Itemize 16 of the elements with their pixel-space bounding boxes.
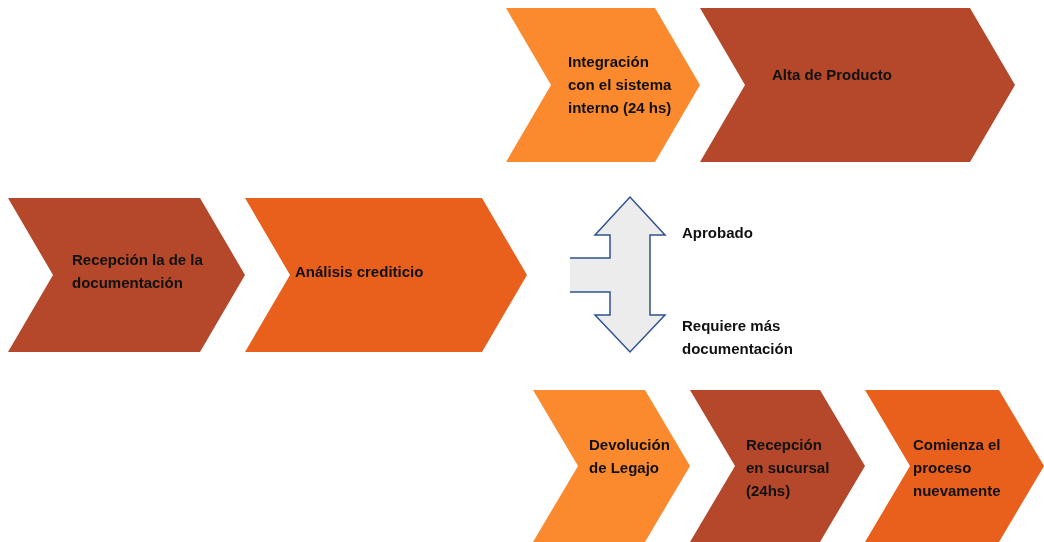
step-label: Comienza el proceso nuevamente	[913, 435, 1002, 501]
chevron-step	[245, 198, 527, 352]
branch-label: Requiere más documentación	[682, 316, 794, 359]
branch-label: Aprobado	[682, 223, 754, 243]
step-label: Recepción en sucursal (24hs)	[746, 435, 831, 501]
chevron-step	[700, 8, 1015, 162]
step-label: Alta de Producto	[772, 65, 892, 85]
chevron-step	[8, 198, 245, 352]
chevron-step	[865, 390, 1044, 542]
step-label: Devolución de Legajo	[589, 435, 671, 478]
chevron-step	[506, 8, 700, 162]
step-label: Integración con el sistema interno (24 hs)	[568, 52, 673, 118]
step-label: Recepción la de la documentación	[72, 250, 204, 293]
step-label: Análisis crediticio	[295, 262, 425, 282]
chevron-step	[533, 390, 690, 542]
chevron-step	[690, 390, 865, 542]
